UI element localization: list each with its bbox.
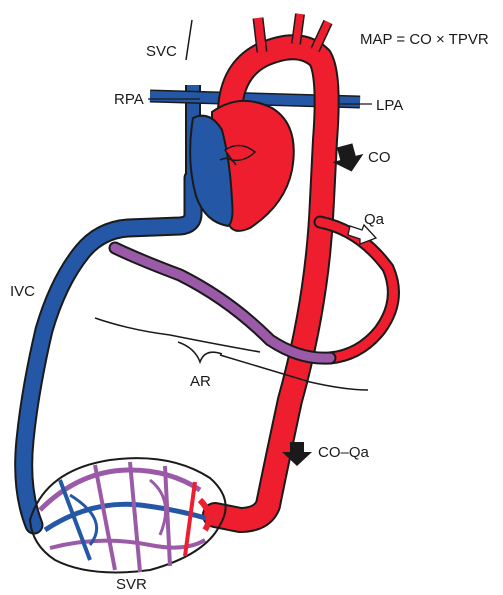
ivc-label: IVC — [10, 283, 35, 300]
co-label: CO — [368, 149, 391, 166]
ar-curve-upper — [95, 318, 260, 352]
lpa-label: LPA — [376, 97, 403, 114]
heart — [190, 101, 294, 231]
svc-label: SVC — [146, 43, 177, 60]
svr-label: SVR — [116, 576, 147, 593]
qa-label: Qa — [364, 211, 385, 228]
capillary-bed — [30, 458, 226, 572]
co-minus-qa-label: CO–Qa — [318, 444, 370, 461]
rpa-label: RPA — [114, 91, 144, 108]
svc-line — [186, 20, 192, 60]
ar-label: AR — [190, 373, 211, 390]
map-formula-label: MAP = CO × TPVR — [360, 31, 489, 48]
ar-brace — [178, 342, 222, 362]
